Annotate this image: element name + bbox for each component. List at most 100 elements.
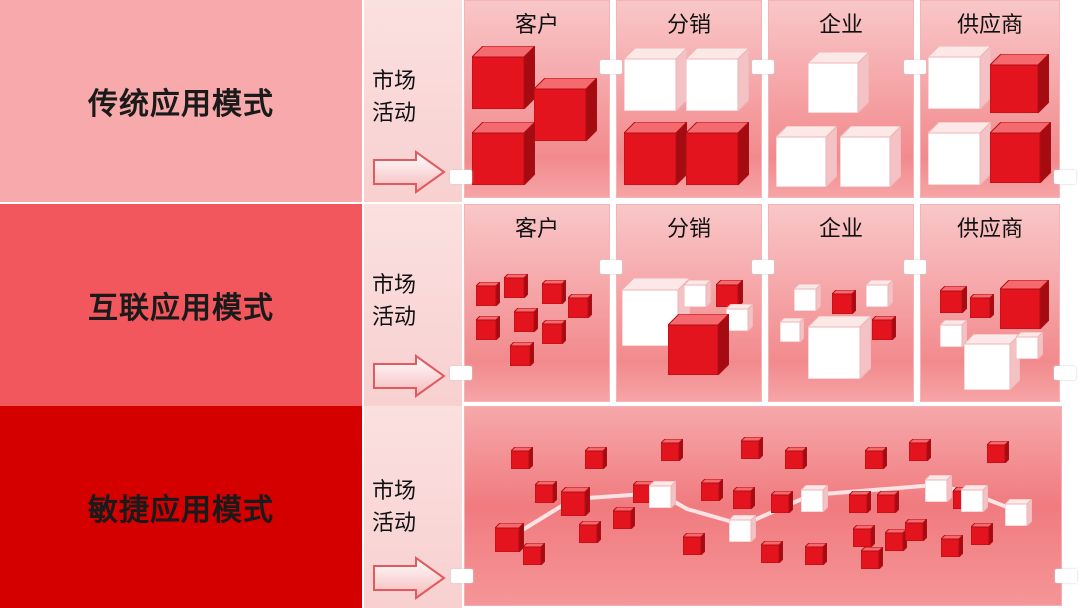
column-title: 分销: [617, 7, 761, 39]
red-cube-icon: [476, 282, 500, 306]
white-cube-icon: [686, 48, 749, 111]
value-chain-cells: 客户 分销 企业 供应商: [464, 0, 1080, 202]
connector-link: [904, 60, 926, 74]
white-cube-icon: [684, 280, 711, 307]
white-cube-icon: [866, 280, 893, 307]
white-cube-icon: [808, 52, 869, 113]
white-cube-icon: [925, 475, 952, 502]
red-cube-icon: [785, 447, 807, 469]
red-cube-icon: [561, 487, 590, 516]
red-cube-icon: [940, 286, 967, 313]
red-cube-icon: [534, 78, 597, 141]
market-activity-panel: 市场 活动: [364, 406, 462, 608]
red-cube-icon: [504, 274, 528, 298]
white-cube-icon: [1016, 332, 1043, 359]
white-cube-icon: [928, 46, 991, 109]
red-cube-icon: [476, 316, 500, 340]
red-cube-icon: [990, 122, 1051, 183]
red-cube-icon: [585, 447, 607, 469]
white-cube-icon: [649, 481, 676, 508]
white-cube-icon: [780, 318, 804, 342]
red-cube-icon: [668, 314, 729, 375]
red-cube-icon: [970, 294, 994, 318]
right-arrow-icon: [372, 354, 446, 398]
red-cube-icon: [511, 447, 533, 469]
connector-link: [1054, 170, 1076, 184]
column-title: 客户: [465, 211, 609, 243]
red-cube-icon: [990, 54, 1049, 113]
red-cube-icon: [987, 441, 1009, 463]
red-cube-icon: [761, 541, 783, 563]
connector-link: [1054, 366, 1076, 380]
white-cube-icon: [729, 515, 756, 542]
red-cube-icon: [941, 535, 963, 557]
market-activity-panel: 市场 活动: [364, 0, 462, 202]
white-cube-icon: [928, 122, 991, 185]
red-cube-icon: [472, 122, 535, 185]
white-cube-icon: [840, 126, 901, 187]
red-cube-icon: [542, 320, 566, 344]
white-cube-icon: [808, 316, 871, 379]
red-cube-icon: [733, 487, 755, 509]
red-cube-icon: [523, 543, 545, 565]
red-cube-icon: [909, 439, 931, 461]
red-cube-icon: [613, 507, 635, 529]
red-cube-icon: [853, 525, 875, 547]
red-cube-icon: [495, 523, 524, 552]
red-cube-icon: [686, 122, 749, 185]
red-cube-icon: [1000, 280, 1049, 329]
market-activity-label: 市场 活动: [372, 270, 432, 334]
row-label: 敏捷应用模式: [0, 406, 362, 608]
column-title: 供应商: [921, 7, 1059, 39]
row-label: 传统应用模式: [0, 0, 362, 202]
column-title: 客户: [465, 7, 609, 39]
connector-link: [752, 260, 774, 274]
column-title: 供应商: [921, 211, 1059, 243]
white-cube-icon: [776, 126, 837, 187]
red-cube-icon: [805, 543, 827, 565]
red-cube-icon: [741, 437, 763, 459]
red-cube-icon: [683, 533, 705, 555]
red-cube-icon: [872, 316, 896, 340]
white-cube-icon: [801, 485, 828, 512]
row-label: 互联应用模式: [0, 204, 362, 406]
market-activity-label: 市场 活动: [372, 476, 432, 540]
connector-link: [752, 60, 774, 74]
red-cube-icon: [514, 308, 538, 332]
red-cube-icon: [865, 447, 887, 469]
white-cube-icon: [940, 320, 967, 347]
red-cube-icon: [542, 280, 566, 304]
agile-mode-row: 敏捷应用模式 市场 活动: [0, 406, 1080, 608]
white-cube-icon: [726, 304, 753, 331]
white-cube-icon: [794, 284, 821, 311]
red-cube-icon: [510, 342, 534, 366]
right-arrow-icon: [372, 150, 446, 194]
red-cube-icon: [832, 290, 856, 314]
connector-link: [600, 260, 622, 274]
value-chain-cells: 客户 分销 企业 供应商: [464, 204, 1080, 406]
connector-link: [451, 569, 473, 583]
column-title: 分销: [617, 211, 761, 243]
red-cube-icon: [624, 122, 687, 185]
agile-network-panel: [464, 406, 1062, 606]
right-arrow-icon: [372, 556, 446, 600]
red-cube-icon: [579, 521, 601, 543]
connector-link: [450, 366, 472, 380]
column-title: 企业: [769, 7, 913, 39]
connector-link: [904, 260, 926, 274]
white-cube-icon: [961, 485, 988, 512]
market-activity-label: 市场 活动: [372, 66, 432, 130]
red-cube-icon: [535, 481, 557, 503]
red-cube-icon: [885, 529, 907, 551]
connector-link: [1055, 569, 1077, 583]
red-cube-icon: [905, 519, 927, 541]
red-cube-icon: [861, 547, 883, 569]
red-cube-icon: [771, 491, 793, 513]
red-cube-icon: [849, 491, 871, 513]
white-cube-icon: [1005, 499, 1032, 526]
column-title: 企业: [769, 211, 913, 243]
red-cube-icon: [877, 491, 899, 513]
white-cube-icon: [964, 334, 1020, 390]
connector-link: [600, 60, 622, 74]
red-cube-icon: [472, 46, 535, 109]
